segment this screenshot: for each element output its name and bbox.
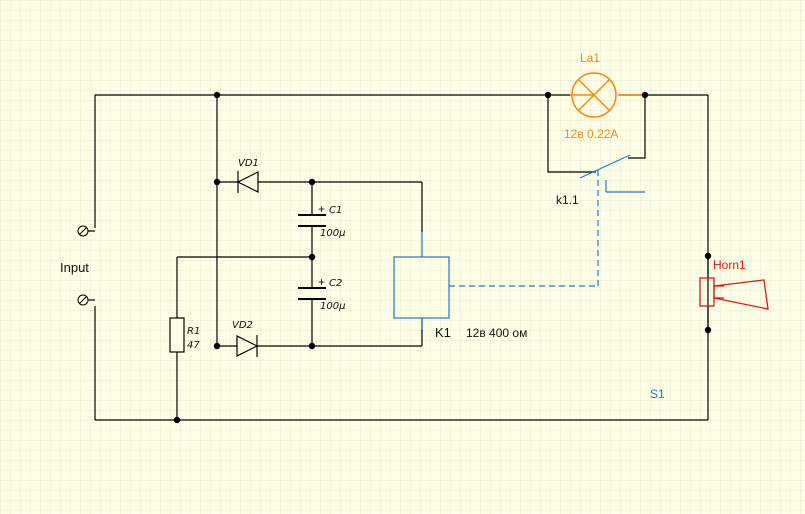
input-label: Input — [60, 260, 89, 275]
c1-label: C1 — [329, 205, 342, 216]
diode-vd1-symbol — [236, 171, 259, 193]
diode-vd2-symbol — [236, 335, 259, 357]
lamp-la1-symbol — [570, 72, 642, 118]
c1-plus: + — [318, 202, 325, 216]
wire-contact-right — [628, 95, 646, 159]
capacitor-c1-symbol — [298, 214, 326, 227]
vd1-label: VD1 — [238, 158, 259, 169]
la1-rating: 12в 0.22A — [564, 127, 618, 141]
k11-label: k1.1 — [556, 193, 579, 207]
capacitor-c2-symbol — [298, 287, 326, 300]
input-terminals — [77, 225, 95, 306]
wire-contact-left — [547, 95, 596, 173]
c2-label: C2 — [329, 278, 342, 289]
junction-dots — [173, 91, 712, 424]
la1-label: La1 — [580, 51, 600, 65]
resistor-r1-symbol — [169, 317, 185, 353]
s1-label: S1 — [650, 387, 665, 401]
r1-label: R1 — [187, 326, 200, 337]
c2-value: 100µ — [320, 301, 345, 312]
k1-rating: 12в 400 ом — [466, 326, 527, 340]
horn1-label: Horn1 — [713, 258, 746, 272]
c1-value: 100µ — [320, 228, 345, 239]
c2-plus: + — [318, 275, 325, 289]
horn-horn1-symbol — [699, 277, 769, 310]
relay-k1-symbol — [393, 154, 645, 330]
k1-label: K1 — [435, 325, 451, 340]
r1-value: 47 — [187, 340, 200, 351]
vd2-label: VD2 — [232, 320, 253, 331]
